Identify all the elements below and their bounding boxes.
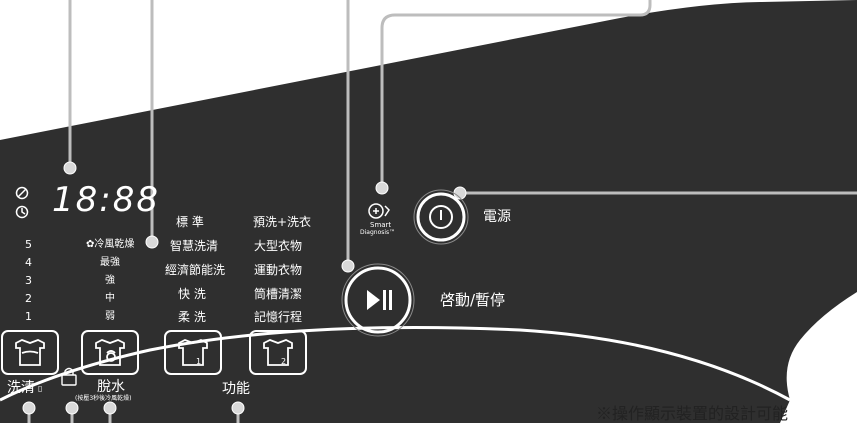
pause-bar-2 [389, 290, 392, 310]
cold-dry-label: ✿冷風乾燥 [86, 240, 134, 250]
power-button[interactable] [414, 190, 468, 244]
program2-button-frame [249, 330, 307, 375]
leader-dot-wash [22, 401, 36, 415]
no-entry-icon [15, 186, 29, 200]
fan-icon: ✿ [86, 239, 95, 250]
spin-sub-label: (按壓3秒後冷風乾燥) [75, 395, 132, 402]
level-5: 5 [25, 238, 32, 251]
clock-icon [15, 205, 29, 219]
smart-label: Smart [370, 221, 392, 229]
spin-strong: 強 [105, 275, 115, 286]
shirt-spin-icon [95, 339, 125, 366]
program-quick: 快 洗 [178, 287, 206, 301]
leader-dot-start [341, 259, 355, 273]
leader-dot-display [63, 161, 77, 175]
wash-button[interactable]: 洗清 [7, 380, 35, 396]
program-sports: 運動衣物 [254, 263, 303, 277]
start-pause-button[interactable] [342, 264, 414, 336]
power-button-ring [413, 189, 469, 245]
program-bulky: 大型衣物 [254, 239, 303, 253]
leader-dot-lock [65, 401, 79, 415]
leader-dot-smart [375, 181, 389, 195]
program-memory: 記憶行程 [254, 310, 303, 324]
shirt-program1-icon [178, 339, 208, 366]
program-gentle: 柔 洗 [178, 310, 206, 324]
spin-medium: 中 [105, 293, 115, 304]
level-3: 3 [25, 274, 32, 287]
program1-button-frame [164, 330, 222, 375]
leader-dot-spin [145, 235, 159, 249]
wash-button-frame [1, 330, 59, 375]
spin-button[interactable]: 脫水 [97, 379, 125, 395]
level-2: 2 [25, 292, 32, 305]
shirt-program2-icon [263, 339, 293, 366]
leader-dot-function [231, 401, 245, 415]
program-prewash: 預洗+洗衣 [253, 215, 312, 229]
leader-dot-spin-btn [103, 401, 117, 415]
svg-text:1: 1 [196, 357, 201, 366]
spin-button-frame [81, 330, 139, 375]
footnote: ※操作顯示裝置的設計可能 [596, 404, 789, 423]
program-eco: 經濟節能洗 [165, 263, 226, 277]
power-label: 電源 [483, 209, 511, 225]
program-tub-clean: 筒槽清潔 [254, 287, 303, 301]
level-1: 1 [25, 310, 32, 323]
child-lock-icon [61, 367, 77, 386]
play-icon [367, 290, 380, 310]
start-pause-label: 啓動/暫停 [440, 291, 506, 309]
function-button[interactable]: 功能 [222, 381, 250, 397]
pause-bar-1 [383, 290, 386, 310]
cold-dry-text: 冷風乾燥 [94, 239, 135, 250]
spin-weak: 弱 [105, 311, 115, 322]
shirt-wash-icon [15, 339, 45, 366]
time-display: 18:88 [52, 180, 160, 220]
start-pause-ring [341, 263, 415, 337]
spin-strongest: 最強 [100, 257, 120, 268]
level-4: 4 [25, 256, 32, 269]
program-standard: 標 準 [176, 215, 204, 229]
wash-small-icon: ▯ [38, 384, 43, 393]
smart-diagnosis-icon [368, 203, 390, 219]
diagnosis-label: Diagnosis™ [360, 229, 396, 236]
svg-text:2: 2 [281, 357, 286, 366]
program-smart-rinse: 智慧洗清 [170, 239, 219, 253]
